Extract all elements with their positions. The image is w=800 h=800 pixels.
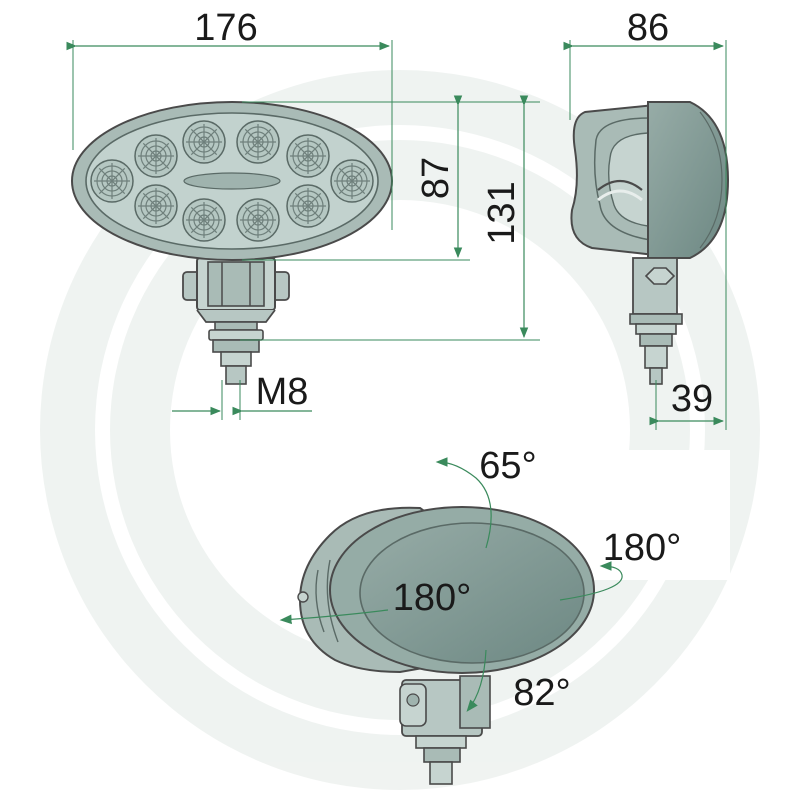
hex-bolt-icon (644, 267, 676, 285)
angle-label-tilt-vertical: 65° (479, 445, 536, 487)
led-array (90, 120, 374, 242)
dimension-lines-front (66, 40, 540, 420)
dimension-lines-side (563, 40, 727, 430)
led-module (134, 184, 178, 228)
dim-label-width: 176 (194, 7, 257, 49)
led-module (330, 159, 374, 203)
led-module (134, 134, 178, 178)
led-module (286, 134, 330, 178)
led-module (182, 120, 226, 164)
angle-label-rotate-right: 180° (603, 527, 682, 569)
side-mount-bracket (629, 257, 683, 385)
dim-label-mount-offset: 39 (671, 378, 713, 420)
perspective-view (297, 506, 595, 785)
led-module (236, 120, 280, 164)
front-view (71, 101, 393, 385)
front-center-bar (183, 172, 281, 190)
perspective-mount (399, 675, 491, 785)
led-module (90, 159, 134, 203)
led-module (236, 198, 280, 242)
perspective-lens (359, 522, 585, 664)
side-lens (647, 101, 730, 259)
dim-label-lens-height: 87 (415, 157, 457, 199)
dim-label-depth: 86 (627, 7, 669, 49)
dim-label-total-height: 131 (481, 181, 523, 244)
front-mount-bracket (182, 257, 290, 385)
side-view (570, 101, 730, 385)
led-module (182, 198, 226, 242)
dim-label-thread: M8 (256, 371, 309, 413)
angle-label-tilt-bottom: 82° (513, 672, 570, 714)
rotation-arrows (279, 457, 623, 712)
led-module (286, 184, 330, 228)
angle-label-rotate-left: 180° (393, 577, 472, 619)
